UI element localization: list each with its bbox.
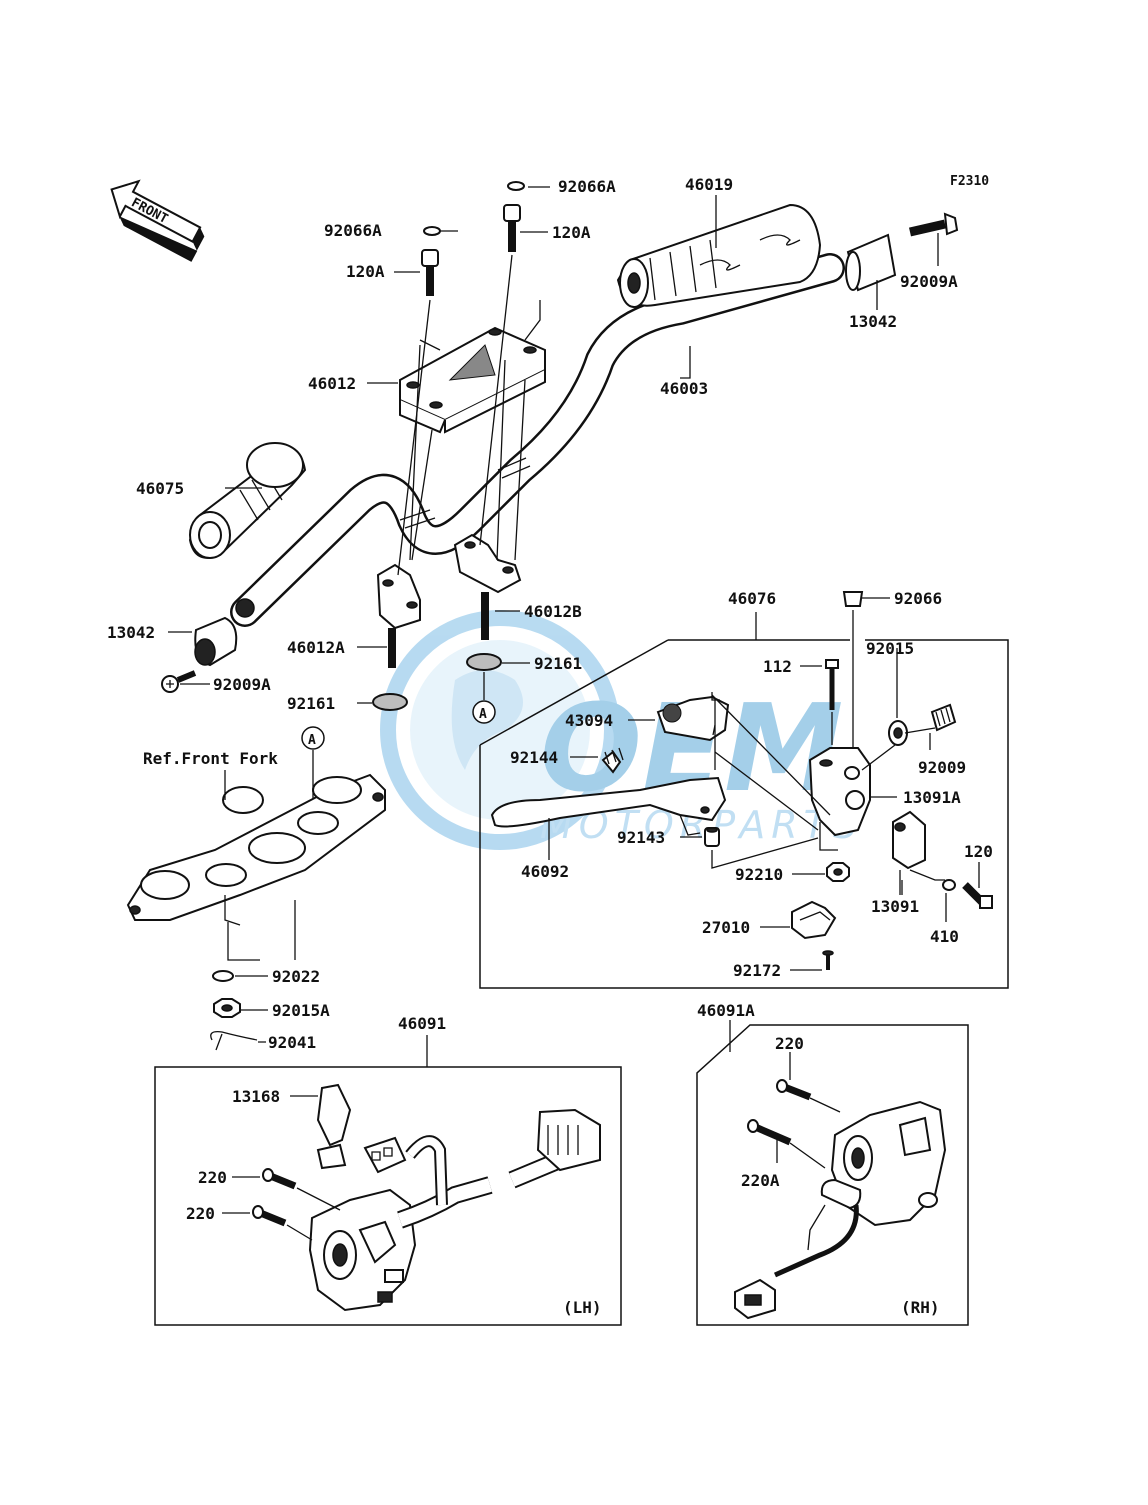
handlebar-holder-lower-left bbox=[376, 563, 421, 668]
nut-92015A bbox=[213, 998, 241, 1018]
bar-end-weight-left bbox=[194, 616, 238, 667]
bolt-120A-top bbox=[503, 204, 521, 252]
bolt-120A-left bbox=[421, 249, 439, 296]
front-fork-upper-bracket bbox=[126, 773, 386, 926]
washer-410 bbox=[942, 879, 956, 891]
washer-92066A-left bbox=[423, 226, 441, 236]
label-46019: 46019 bbox=[685, 175, 733, 194]
circle-a-top-label: A bbox=[308, 733, 316, 748]
label-92143: 92143 bbox=[617, 828, 665, 847]
label-220-a: 220 bbox=[198, 1168, 227, 1187]
washer-92161-right bbox=[466, 653, 502, 671]
label-46012B: 46012B bbox=[524, 602, 582, 621]
screw-220-rh bbox=[776, 1079, 812, 1101]
screw-right-icon bbox=[908, 212, 959, 237]
label-112: 112 bbox=[763, 657, 792, 676]
label-220-rh: 220 bbox=[775, 1034, 804, 1053]
handlebar-holder-upper bbox=[399, 326, 546, 434]
label-92161-right: 92161 bbox=[534, 654, 582, 673]
lh-switch-assembly bbox=[308, 1108, 601, 1312]
lh-switch-box bbox=[154, 1066, 622, 1326]
clip-92041-icon bbox=[210, 1031, 258, 1051]
label-46003: 46003 bbox=[660, 379, 708, 398]
pin-92143 bbox=[704, 827, 720, 847]
label-46012: 46012 bbox=[308, 374, 356, 393]
label-92066: 92066 bbox=[894, 589, 942, 608]
lever-holder-clamp bbox=[892, 810, 926, 870]
label-220A-rh: 220A bbox=[741, 1171, 780, 1190]
label-46092: 46092 bbox=[521, 862, 569, 881]
screw-220-b bbox=[252, 1205, 287, 1227]
label-92015A: 92015A bbox=[272, 1001, 330, 1020]
label-92066A-left: 92066A bbox=[324, 221, 382, 240]
handlebar-holder-lower-right bbox=[453, 533, 522, 640]
label-13042-left: 13042 bbox=[107, 623, 155, 642]
label-46075: 46075 bbox=[136, 479, 184, 498]
label-46091A: 46091A bbox=[697, 1001, 755, 1020]
lever-holder bbox=[808, 747, 871, 851]
leader-lines bbox=[168, 186, 980, 1214]
label-92161-left: 92161 bbox=[287, 694, 335, 713]
cap-92066 bbox=[842, 591, 864, 800]
switch-27010 bbox=[791, 900, 837, 940]
throttle-grip bbox=[616, 203, 822, 308]
circle-a-bottom-label: A bbox=[479, 707, 487, 722]
label-92009A-right: 92009A bbox=[900, 272, 958, 291]
label-92144: 92144 bbox=[510, 748, 558, 767]
label-13091A: 13091A bbox=[903, 788, 961, 807]
label-92041: 92041 bbox=[268, 1033, 316, 1052]
label-92022: 92022 bbox=[272, 967, 320, 986]
washer-92066A-top bbox=[507, 181, 525, 191]
label-120A-left: 120A bbox=[346, 262, 385, 281]
ref-front-fork-label: Ref.Front Fork bbox=[143, 749, 278, 768]
label-92009A-left: 92009A bbox=[213, 675, 271, 694]
label-410: 410 bbox=[930, 927, 959, 946]
label-92066A-top: 92066A bbox=[558, 177, 616, 196]
label-220-b: 220 bbox=[186, 1204, 215, 1223]
washer-92161-left bbox=[372, 693, 408, 711]
nut-92210 bbox=[826, 862, 850, 882]
cover-13168 bbox=[316, 1083, 352, 1170]
spring-92144 bbox=[601, 747, 624, 774]
label-13168: 13168 bbox=[232, 1087, 280, 1106]
rh-switch-box bbox=[696, 1024, 969, 1326]
label-92015: 92015 bbox=[866, 639, 914, 658]
label-92210: 92210 bbox=[735, 865, 783, 884]
front-arrow-icon: FRONT bbox=[110, 179, 205, 262]
screw-220A-rh bbox=[747, 1119, 792, 1146]
label-27010: 27010 bbox=[702, 918, 750, 937]
reference-a-bottom bbox=[472, 700, 496, 724]
bolt-120 bbox=[962, 882, 993, 909]
part-labels: 92066A 92066A 120A 120A 46019 13042 9200… bbox=[107, 175, 993, 1317]
label-13042-right: 13042 bbox=[849, 312, 897, 331]
label-92172: 92172 bbox=[733, 961, 781, 980]
reference-a-top bbox=[301, 726, 325, 750]
label-46076: 46076 bbox=[728, 589, 776, 608]
label-120: 120 bbox=[964, 842, 993, 861]
adjuster-92009 bbox=[930, 703, 957, 732]
label-92009: 92009 bbox=[918, 758, 966, 777]
handlebar bbox=[230, 253, 845, 627]
clutch-lever bbox=[490, 776, 727, 836]
switch-43094 bbox=[656, 692, 730, 742]
label-43094: 43094 bbox=[565, 711, 613, 730]
bar-end-weight-right bbox=[845, 233, 897, 292]
watermark: OEM MOTORPARTS bbox=[380, 610, 857, 850]
label-13091: 13091 bbox=[871, 897, 919, 916]
screw-220-a bbox=[262, 1168, 297, 1190]
figure-code: F2310 bbox=[950, 174, 989, 189]
lh-label: (LH) bbox=[563, 1298, 602, 1317]
rh-switch-assembly bbox=[734, 1100, 947, 1320]
screw-92172 bbox=[822, 950, 834, 970]
label-120A-top: 120A bbox=[552, 223, 591, 242]
lock-nut-92015 bbox=[888, 720, 908, 746]
screw-left-icon bbox=[161, 670, 197, 693]
label-46091: 46091 bbox=[398, 1014, 446, 1033]
washer-92022 bbox=[212, 970, 234, 982]
rh-label: (RH) bbox=[901, 1298, 940, 1317]
label-46012A: 46012A bbox=[287, 638, 345, 657]
left-grip bbox=[188, 442, 307, 559]
